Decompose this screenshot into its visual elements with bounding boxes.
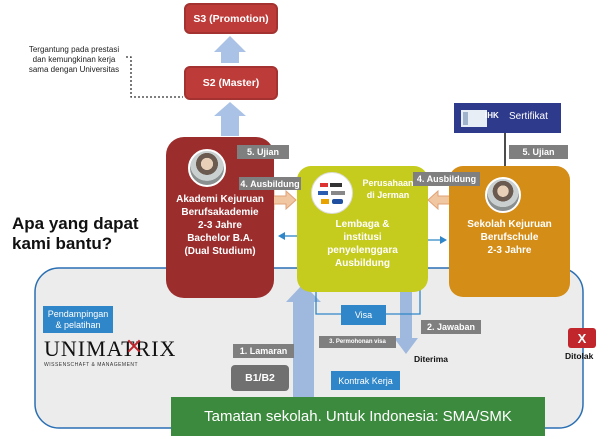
jawaban-text: 2. Jawaban	[426, 322, 476, 332]
question-line: Apa yang dapat	[12, 214, 139, 233]
pendampingan-line: & pelatihan	[55, 319, 101, 330]
ditolak-x-icon: X	[568, 328, 596, 348]
jawaban-label: 2. Jawaban	[421, 320, 481, 334]
center-line: penyelenggara	[327, 245, 398, 256]
lamaran-text: 1. Lamaran	[239, 346, 288, 356]
note-text: Tergantung pada prestasi dan kemungkinan…	[9, 45, 139, 75]
logo-name: UNIMATRIX	[44, 336, 177, 361]
center-line: institusi	[343, 232, 382, 243]
note-line: sama dengan Universitas	[28, 65, 120, 74]
akademi-text: Akademi Kejuruan Berufsakademie 2-3 Jahr…	[166, 193, 274, 258]
pendampingan-line: Pendampingan	[47, 308, 109, 319]
tamatan-bar: Tamatan sekolah. Untuk Indonesia: SMA/SM…	[171, 397, 545, 436]
company-logos-icon	[311, 172, 353, 214]
lamaran-label: 1. Lamaran	[233, 344, 294, 358]
center-box: Perusahaan di Jerman Lembaga & institusi…	[297, 166, 428, 292]
tamatan-text: Tamatan sekolah. Untuk Indonesia: SMA/SM…	[204, 408, 512, 425]
ditolak-label: Ditolak	[565, 351, 594, 361]
logo-x-icon	[127, 339, 141, 353]
sekolah-text: Sekolah Kejuruan Berufschule 2-3 Jahre	[449, 218, 570, 257]
diterima-label: Diterima	[414, 354, 449, 364]
akademi-line: Akademi Kejuruan	[176, 194, 264, 205]
visa-text: Visa	[354, 310, 373, 320]
ujian-right-label: 5. Ujian	[509, 145, 568, 159]
akademi-line: 2-3 Jahre	[198, 220, 242, 231]
ditolak-mark: X	[577, 330, 587, 346]
akademi-box: Akademi Kejuruan Berufsakademie 2-3 Jahr…	[166, 137, 274, 298]
note-line: dan kemungkinan kerja	[32, 55, 116, 64]
kontrak-text: Kontrak Kerja	[338, 375, 393, 386]
akademi-line: Berufsakademie	[181, 207, 259, 218]
ihk-logo-icon	[461, 110, 487, 127]
logo-sub: WISSENSCHAFT & MANAGEMENT	[44, 362, 139, 368]
center-line: Ausbildung	[335, 258, 390, 269]
note-line: Tergantung pada prestasi	[28, 45, 120, 54]
permohonan-visa-text: 3. Permohonan visa	[329, 339, 386, 345]
question-heading: Apa yang dapat kami bantu?	[12, 214, 162, 255]
company-label: Perusahaan di Jerman	[349, 178, 427, 201]
company-line: Perusahaan	[362, 178, 414, 188]
b1b2-box: B1/B2	[231, 365, 289, 391]
akademi-line: (Dual Studium)	[184, 246, 256, 257]
ausbildung-right-text: 4. Ausbildung	[416, 174, 477, 184]
center-line: Lembaga &	[335, 219, 390, 230]
visa-box: Visa	[341, 305, 386, 325]
ujian-left-label: 5. Ujian	[237, 145, 289, 159]
company-line: di Jerman	[366, 189, 410, 200]
student-photo	[485, 177, 521, 213]
s2-box: S2 (Master)	[184, 66, 278, 100]
permohonan-visa-label: 3. Permohonan visa	[319, 336, 396, 348]
question-line: kami bantu?	[12, 234, 113, 254]
unimatrix-logo: UNIMATRIX WISSENSCHAFT & MANAGEMENT	[44, 336, 177, 374]
ujian-right-text: 5. Ujian	[522, 147, 555, 157]
pendampingan-label: Pendampingan & pelatihan	[43, 306, 113, 333]
ujian-left-text: 5. Ujian	[246, 147, 279, 157]
sekolah-line: Sekolah Kejuruan	[467, 219, 552, 230]
student-photo	[188, 149, 226, 187]
certificate-box: IHK Sertifikat	[454, 103, 561, 133]
akademi-line: Bachelor B.A.	[187, 233, 253, 244]
sertifikat-label: Sertifikat	[509, 111, 548, 122]
s3-box: S3 (Promotion)	[184, 3, 278, 34]
ausbildung-right-label: 4. Ausbildung	[413, 172, 480, 186]
s2-label: S2 (Master)	[202, 77, 260, 89]
sekolah-line: Berufschule	[480, 232, 539, 243]
ihk-label: IHK	[485, 111, 499, 120]
sekolah-box: Sekolah Kejuruan Berufschule 2-3 Jahre	[449, 166, 570, 297]
center-text: Lembaga & institusi penyelenggara Ausbil…	[297, 218, 428, 270]
kontrak-box: Kontrak Kerja	[331, 371, 400, 390]
b1b2-text: B1/B2	[245, 372, 275, 384]
s3-label: S3 (Promotion)	[193, 12, 269, 25]
ausbildung-left-text: 4. Ausbildung	[240, 178, 300, 189]
ausbildung-left-label: 4. Ausbildung	[239, 177, 301, 190]
sekolah-line: 2-3 Jahre	[487, 245, 532, 256]
